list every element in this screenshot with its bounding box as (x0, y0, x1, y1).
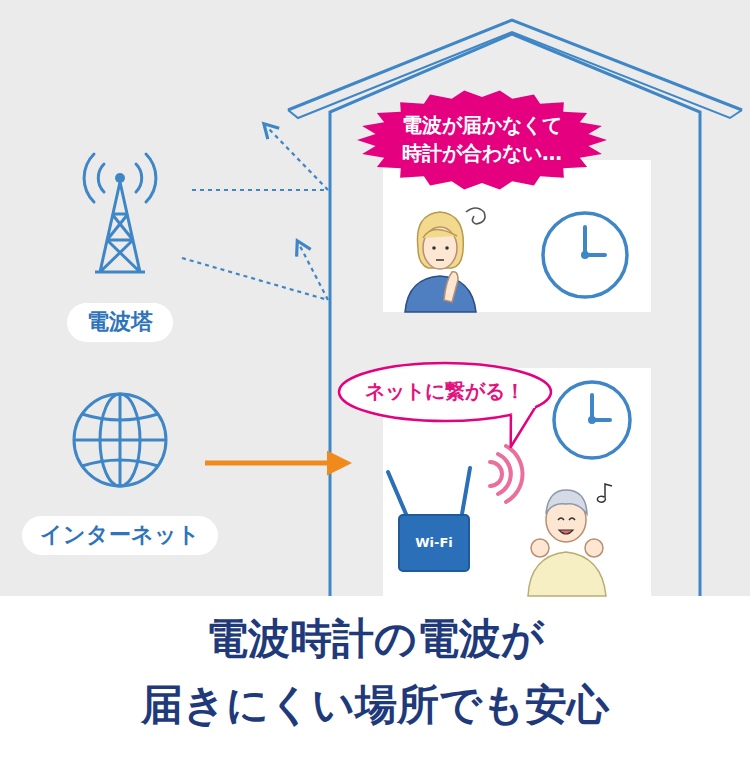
bubble-join (512, 405, 534, 413)
worried-woman-stroke (417, 212, 463, 268)
radio-wave-lines (182, 128, 328, 300)
bubble-shape (339, 363, 551, 421)
router-antennas-stroke (388, 472, 406, 514)
worried-woman-stroke (444, 272, 458, 302)
speech-bubble: ネットに繋がる！ (337, 361, 553, 423)
globe-icon-stroke (82, 414, 158, 466)
node-text: Wi-Fi (415, 534, 453, 552)
worried-woman-stroke (405, 276, 476, 312)
globe-icon-stroke (74, 439, 166, 442)
radio-tower-stroke (84, 154, 156, 202)
clock (543, 213, 627, 297)
happy-boy (528, 484, 612, 596)
title: 電波時計の電波が 届きにくい場所でも安心 (25, 606, 725, 738)
internet-arrow-stroke (205, 461, 332, 466)
title-block: 電波時計の電波が 届きにくい場所でも安心 (0, 606, 750, 738)
happy-boy-stroke (546, 490, 587, 514)
clock-stroke (585, 227, 605, 255)
wifi-signal (490, 446, 523, 502)
worried-woman-stroke (445, 246, 449, 250)
happy-boy-stroke (559, 530, 573, 534)
house-stroke (330, 34, 700, 596)
node-text: インターネット (40, 520, 200, 550)
globe-icon-stroke (74, 394, 166, 486)
label-pill: 電波塔 (67, 303, 173, 342)
label-pill: インターネット (22, 516, 218, 555)
internet-arrow (205, 463, 332, 464)
wifi-signal-stroke (490, 462, 502, 486)
radio-tower (84, 154, 156, 272)
wifi-signal-stroke (498, 454, 511, 494)
happy-boy-stroke (585, 539, 603, 557)
node-text: ネットに繋がる！ (365, 378, 525, 406)
clock-stroke (592, 395, 610, 420)
clock-stroke (543, 213, 627, 297)
node-text: 電波塔 (87, 307, 153, 337)
happy-boy-stroke (531, 539, 549, 557)
radio-tower-stroke (95, 182, 145, 272)
worried-woman (405, 208, 485, 312)
worried-woman-stroke (432, 246, 436, 250)
clock-stroke (588, 416, 596, 424)
burst-shape (357, 91, 607, 190)
radio-wave-lines-stroke (192, 128, 328, 190)
worried-woman-stroke (466, 208, 485, 224)
globe-icon (74, 394, 166, 486)
node-text: 電波が届かなくて 時計が合わない… (387, 112, 577, 167)
worried-woman-stroke (423, 229, 457, 238)
happy-boy-stroke (597, 484, 612, 502)
background-stroke (0, 596, 750, 784)
wifi-signal-stroke (506, 446, 523, 502)
house (288, 20, 742, 596)
speech-burst-outline (357, 90, 607, 190)
router-antennas-stroke (462, 468, 470, 514)
radio-wave-lines-stroke (182, 246, 328, 300)
radio-tower-stroke (115, 173, 125, 183)
happy-boy-stroke (558, 518, 575, 520)
wifi-router: Wi-Fi (398, 514, 470, 572)
happy-boy-stroke (528, 552, 606, 596)
speech-burst: 電波が届かなくて 時計が合わない… (357, 90, 607, 190)
worried-woman-stroke (423, 227, 457, 269)
clock (554, 382, 630, 458)
background-stroke (0, 0, 750, 596)
clock-stroke (581, 251, 589, 259)
router-antennas (388, 468, 470, 514)
worried-woman-stroke (436, 259, 444, 261)
clock-stroke (554, 382, 630, 458)
house-stroke (383, 160, 651, 312)
